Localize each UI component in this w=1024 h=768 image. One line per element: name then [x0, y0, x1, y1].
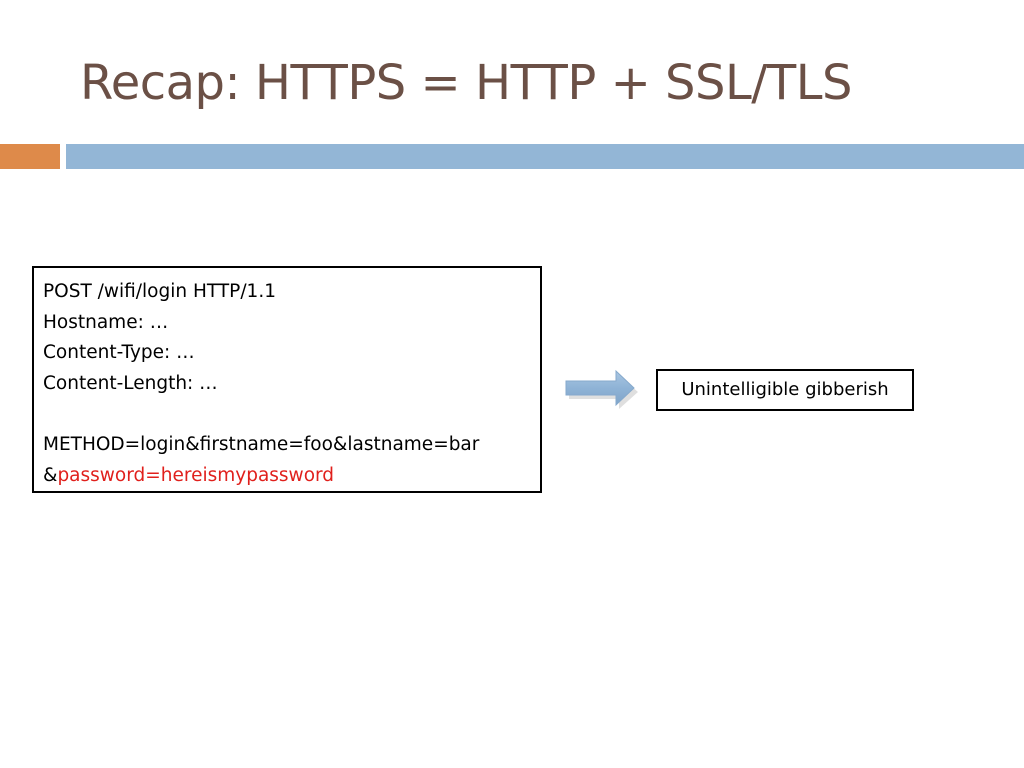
right-arrow-icon: [565, 369, 638, 409]
title-accent-bar-orange: [0, 144, 60, 169]
title-accent-bar-blue: [66, 144, 1024, 169]
hostname-header: Hostname: …: [43, 311, 169, 333]
password-line: &password=hereismypassword: [43, 461, 540, 492]
request-line: POST /wifi/login HTTP/1.1: [43, 281, 276, 302]
encrypted-result-box: Unintelligible gibberish: [656, 369, 914, 411]
password-prefix: &: [43, 464, 58, 486]
content-length-header: Content-Length: …: [43, 372, 218, 394]
password-field: password=hereismypassword: [57, 464, 335, 486]
http-request-box: POST /wifi/login HTTP/1.1 Hostname: … Co…: [32, 266, 542, 493]
slide-title: Recap: HTTPS = HTTP + SSL/TLS: [80, 55, 852, 111]
content-type-header: Content-Type: …: [43, 342, 195, 364]
header-body-separator: [43, 399, 540, 430]
request-body-line: METHOD=login&firstname=foo&lastname=bar: [43, 433, 480, 455]
